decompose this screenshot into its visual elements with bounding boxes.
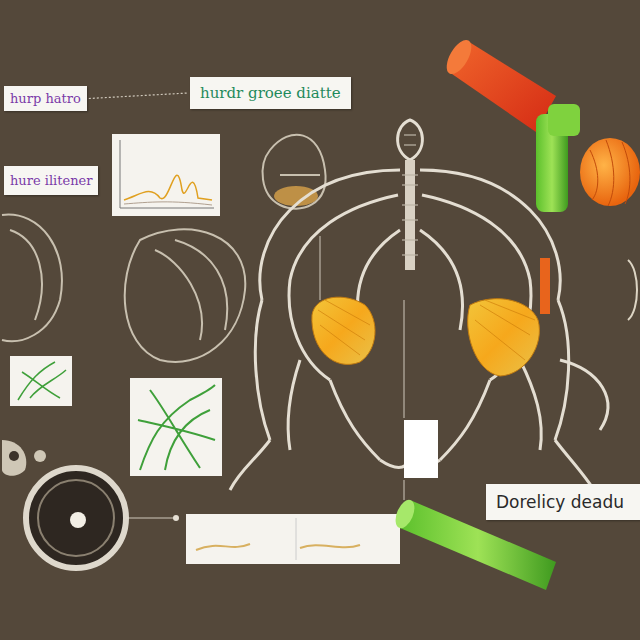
organ-outline — [2, 135, 326, 362]
title-label: hurdr groee diatte — [190, 77, 351, 109]
callout-label: hurp hatro — [4, 86, 87, 111]
cell-specimen — [2, 440, 179, 568]
label-text: hurp hatro — [10, 91, 81, 106]
label-text: Dorelicy deadu — [496, 492, 630, 512]
organ — [312, 258, 550, 376]
caption-label: Dorelicy deadu — [486, 484, 640, 520]
label-text: hure ilitener — [10, 173, 92, 188]
callout-label: hure ilitener — [4, 166, 98, 195]
tube-model — [392, 36, 640, 590]
dotted-connector — [89, 93, 188, 99]
label-text: hurdr groee diatte — [200, 84, 341, 102]
